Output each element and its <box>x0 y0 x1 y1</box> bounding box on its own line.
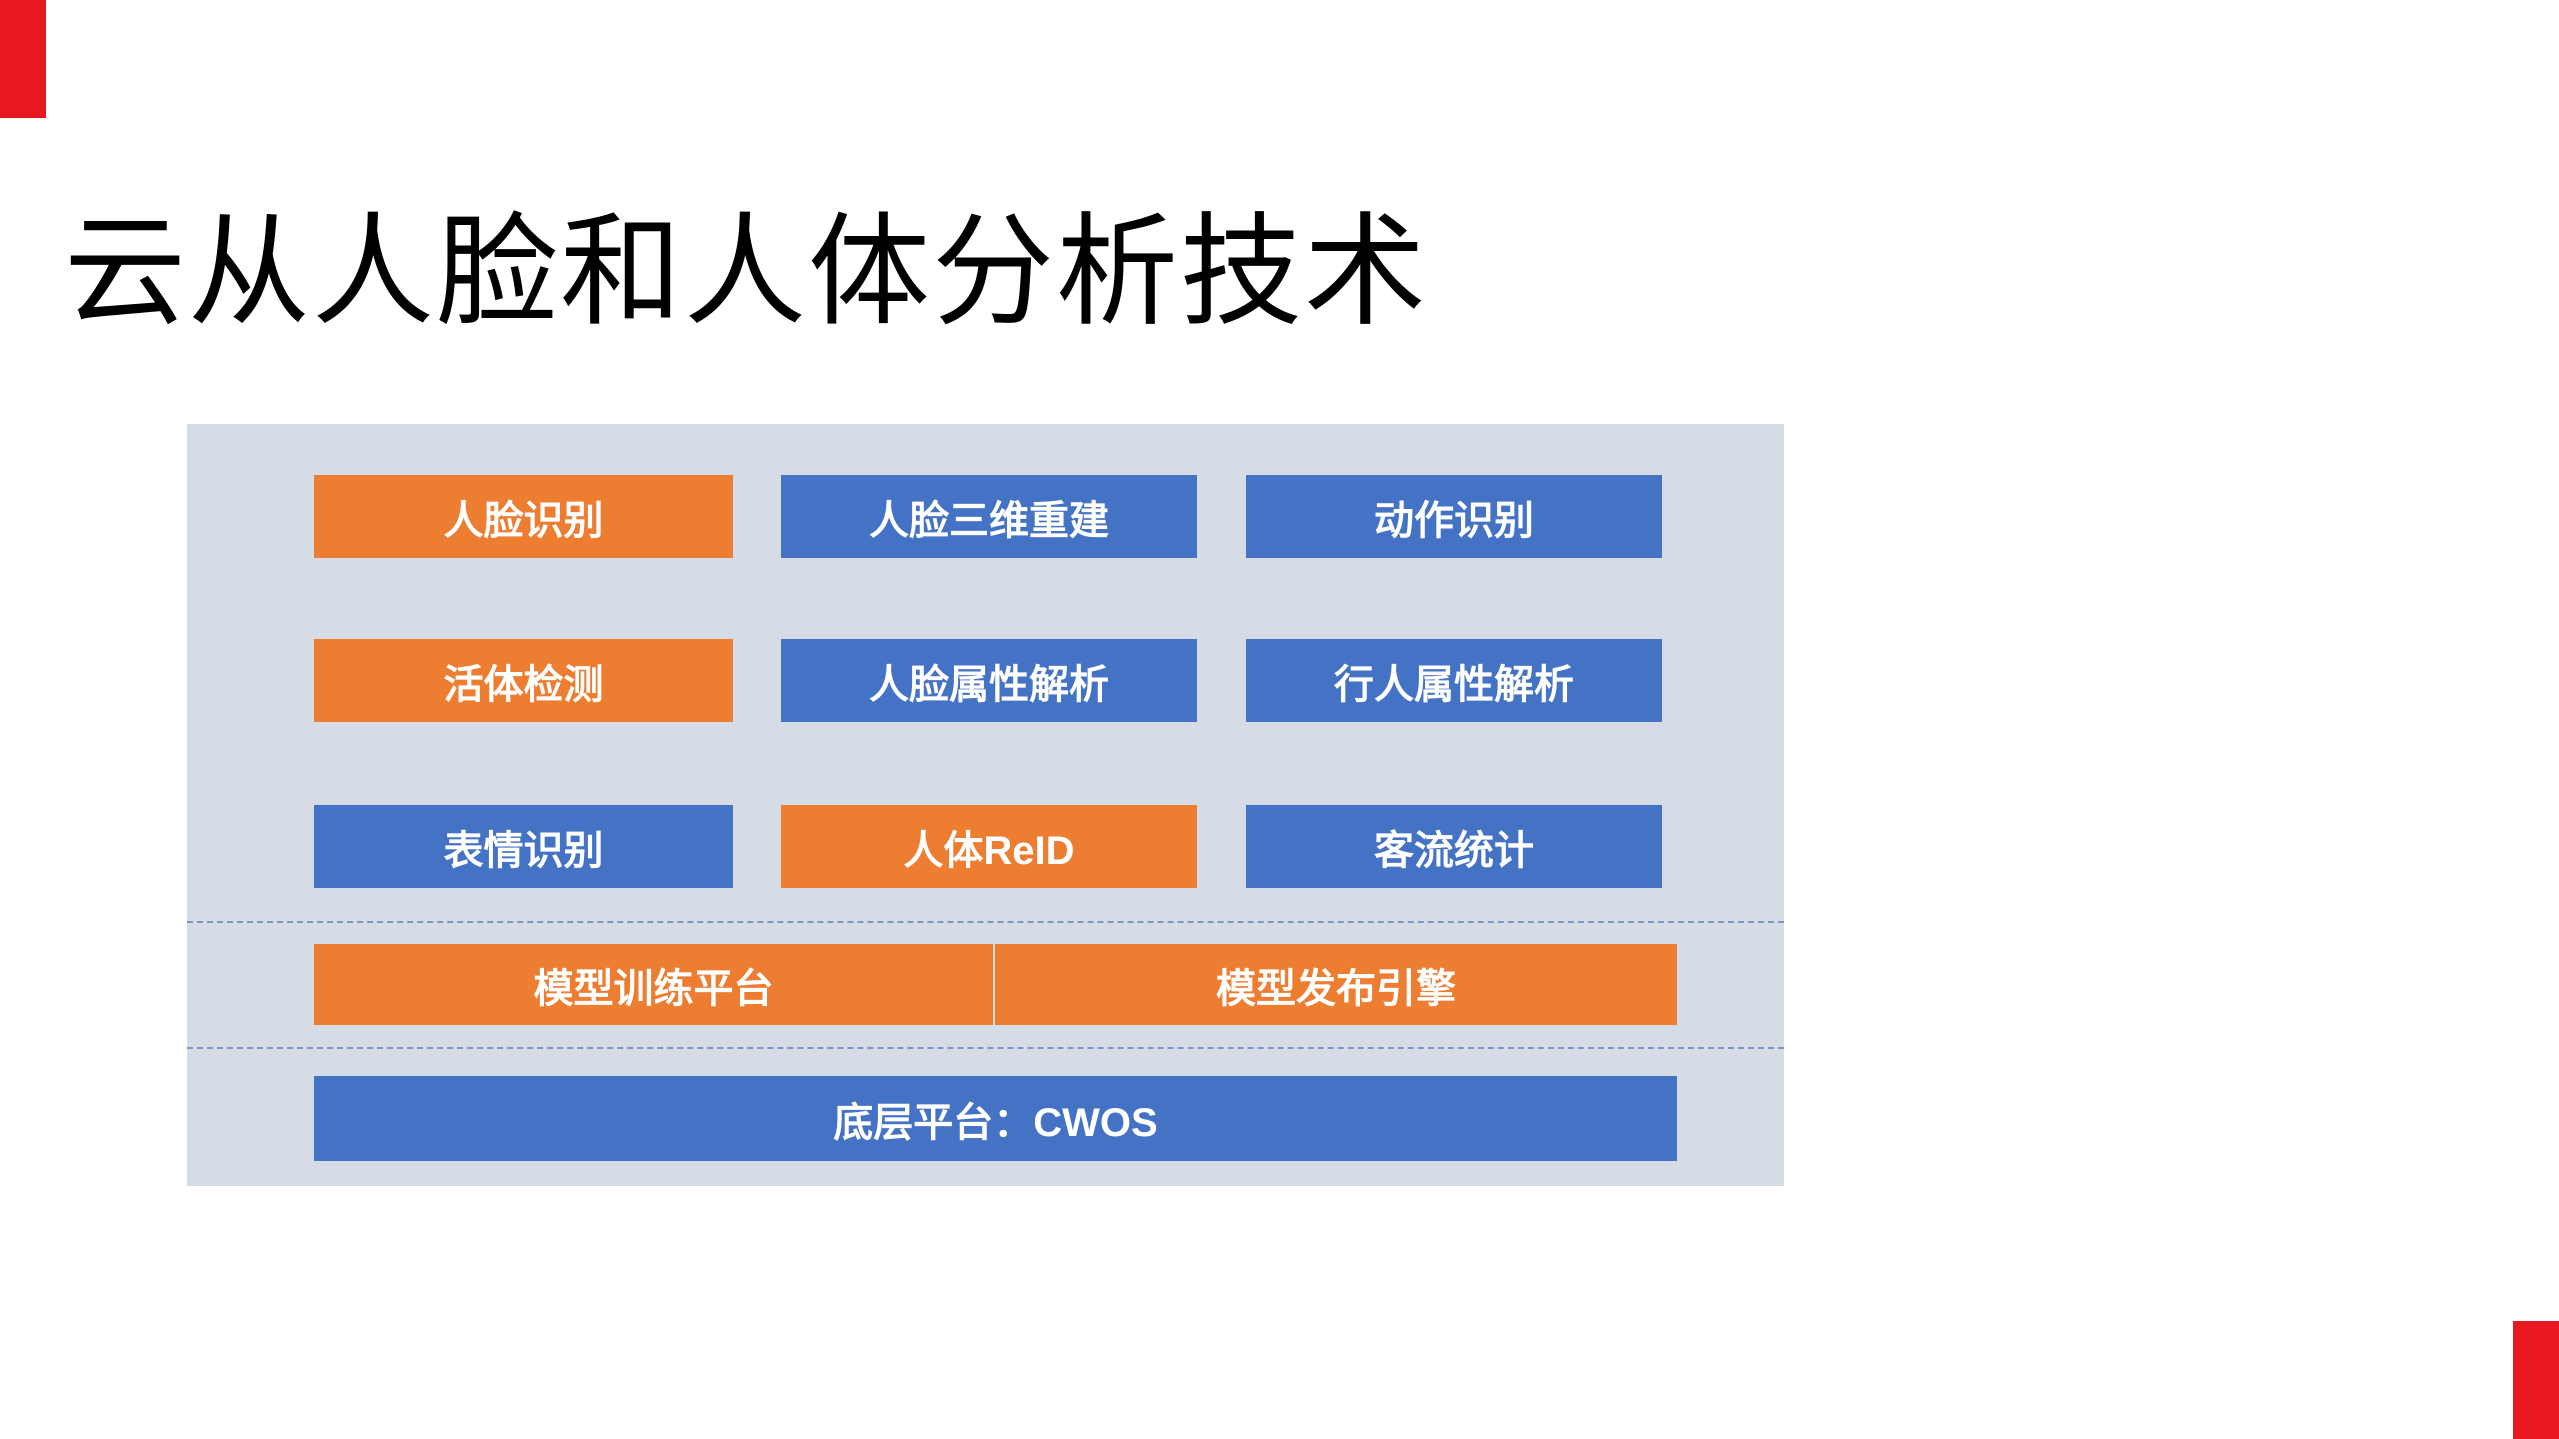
dashed-divider-2 <box>187 1047 1784 1049</box>
model-release-engine-box: 模型发布引擎 <box>995 944 1677 1025</box>
box-label: 人脸三维重建 <box>869 498 1109 543</box>
box-label: 人体ReID <box>903 828 1075 873</box>
action-recognition-box: 动作识别 <box>1246 475 1662 558</box>
dashed-divider-1 <box>187 921 1784 923</box>
tech-panel: 人脸识别 人脸三维重建 动作识别 活体检测 人脸属性解析 行人属性解析 表情识别… <box>187 424 1784 1186</box>
box-label: 行人属性解析 <box>1334 662 1574 707</box>
liveness-detection-box: 活体检测 <box>314 639 733 722</box>
human-reid-box: 人体ReID <box>781 805 1197 888</box>
box-label: 人脸属性解析 <box>869 662 1109 707</box>
box-label: 人脸识别 <box>443 498 604 543</box>
pedestrian-attribute-analysis-box: 行人属性解析 <box>1246 639 1662 722</box>
box-label: 模型发布引擎 <box>1216 966 1456 1011</box>
box-label: 活体检测 <box>443 662 604 707</box>
box-label: 模型训练平台 <box>533 966 774 1011</box>
box-label: 动作识别 <box>1374 498 1534 543</box>
face-attribute-analysis-box: 人脸属性解析 <box>781 639 1197 722</box>
face-recognition-box: 人脸识别 <box>314 475 733 558</box>
face-3d-reconstruction-box: 人脸三维重建 <box>781 475 1197 558</box>
red-corner-accent-top-left <box>0 0 46 118</box>
passenger-flow-statistics-box: 客流统计 <box>1246 805 1662 888</box>
red-corner-accent-bottom-right <box>2513 1321 2559 1439</box>
expression-recognition-box: 表情识别 <box>314 805 733 888</box>
model-training-platform-box: 模型训练平台 <box>314 944 993 1025</box>
box-label: 表情识别 <box>443 828 604 873</box>
box-label: 客流统计 <box>1374 828 1534 873</box>
box-label: 底层平台：CWOS <box>833 1100 1158 1145</box>
base-platform-cwos-box: 底层平台：CWOS <box>314 1076 1677 1161</box>
page-title: 云从人脸和人体分析技术 <box>64 204 1428 340</box>
